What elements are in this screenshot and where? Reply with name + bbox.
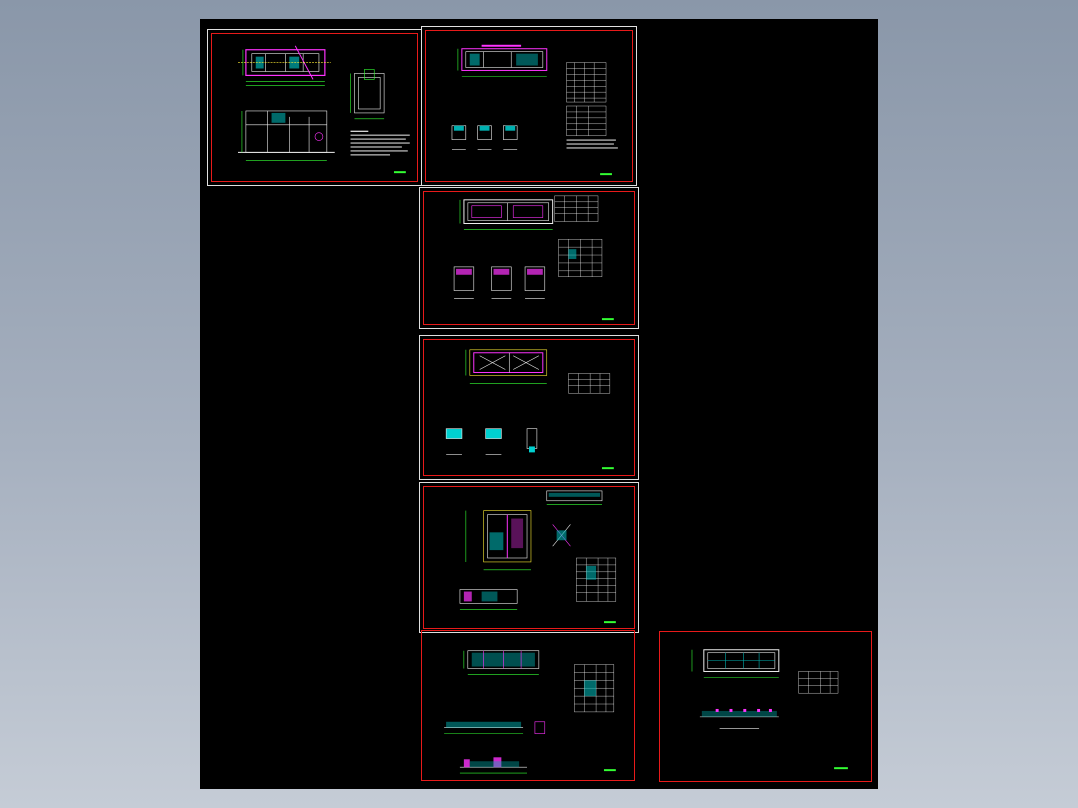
sheet-border: [211, 33, 418, 182]
section-view: [237, 110, 335, 161]
elevation-2: [459, 757, 528, 774]
plan-view: [459, 199, 554, 230]
sheet-border: [423, 191, 635, 325]
sheet-4-drawing: [445, 349, 614, 470]
general-notes: [350, 130, 410, 156]
beam-elevation: [546, 490, 603, 506]
drawing-sheet-6[interactable]: [421, 630, 635, 781]
drawing-sheet-3[interactable]: [419, 187, 639, 329]
sheet-border: [423, 339, 635, 476]
notes: [566, 139, 618, 149]
plan-view: [465, 510, 532, 571]
drawing-viewport[interactable]: [200, 19, 878, 789]
title-block: [603, 621, 616, 624]
sheet-3-drawing: [453, 195, 614, 321]
rebar-table: [576, 557, 617, 602]
section-view: [699, 708, 779, 729]
title-block: [601, 467, 614, 470]
section-details: [451, 125, 518, 150]
detail-view: [350, 69, 385, 120]
elevation-1: [444, 721, 546, 734]
sheet-border: [423, 486, 635, 629]
rebar-table: [574, 664, 615, 713]
section-details: [453, 266, 546, 299]
section-details: [445, 428, 538, 455]
sheet-5-drawing: [459, 490, 617, 624]
sheet-1-drawing: [237, 45, 410, 174]
title-block: [600, 173, 612, 176]
title-block: [601, 318, 614, 321]
rebar-table: [568, 373, 611, 394]
sheet-border: [425, 30, 633, 182]
node-detail: [552, 524, 571, 547]
title-block: [393, 171, 406, 174]
drawing-sheet-1[interactable]: [207, 29, 422, 186]
rebar-table: [566, 62, 607, 136]
rebar-table: [554, 195, 603, 277]
drawing-sheet-2[interactable]: [421, 26, 637, 186]
section-view: [459, 589, 518, 610]
sheet-6-drawing: [444, 650, 616, 774]
plan-view: [457, 44, 548, 77]
drawing-sheet-5[interactable]: [419, 482, 639, 633]
drawing-sheet-4[interactable]: [419, 335, 639, 480]
title-block: [603, 769, 616, 772]
sheet-2-drawing: [451, 44, 618, 176]
rebar-table: [798, 671, 839, 694]
drawing-sheet-7[interactable]: [659, 631, 872, 782]
plan-view: [465, 349, 548, 384]
plan-view: [691, 649, 780, 678]
plan-view: [237, 45, 331, 86]
plan-view: [463, 650, 540, 675]
sheet-7-drawing: [691, 649, 848, 770]
title-block: [834, 767, 848, 770]
